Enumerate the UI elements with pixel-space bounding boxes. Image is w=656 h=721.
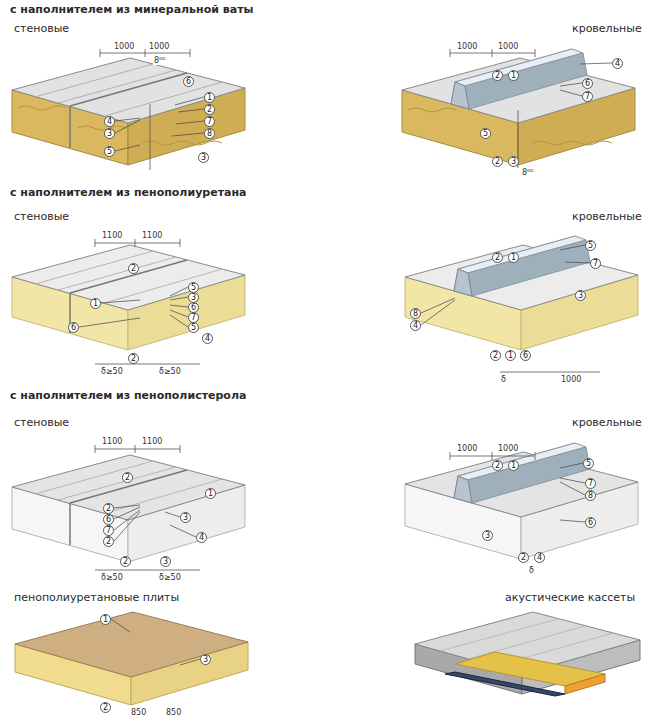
leader-line bbox=[79, 63, 612, 665]
dimension-label: δ≥50 bbox=[100, 573, 124, 582]
callout-number: 3 bbox=[160, 556, 171, 567]
callout-number: 6 bbox=[183, 76, 194, 87]
acoustic-cassette bbox=[415, 612, 640, 696]
callout-number: 6 bbox=[585, 517, 596, 528]
callout-number: 4 bbox=[534, 552, 545, 563]
callout-number: 3 bbox=[482, 530, 493, 541]
callout-number: 3 bbox=[200, 654, 211, 665]
callout-number: 1 bbox=[100, 614, 111, 625]
callout-number: 2 bbox=[204, 104, 215, 115]
callout-number: 6 bbox=[582, 78, 593, 89]
dimension-label: 1000 bbox=[113, 42, 135, 51]
section-heading: с наполнителем из пенополистерола bbox=[10, 389, 246, 402]
callout-number: 2 bbox=[128, 263, 139, 274]
callout-number: 7 bbox=[590, 258, 601, 269]
callout-number: 1 bbox=[508, 252, 519, 263]
callout-number: 6 bbox=[103, 514, 114, 525]
callout-number: 7 bbox=[582, 91, 593, 102]
subheading: стеновые bbox=[14, 22, 69, 35]
callout-number: 7 bbox=[103, 525, 114, 536]
callout-number: 3 bbox=[198, 152, 209, 163]
callout-number: 6 bbox=[520, 350, 531, 361]
dimension-label: δ≥50 bbox=[158, 573, 182, 582]
callout-number: 1 bbox=[508, 460, 519, 471]
wall-panel bbox=[12, 455, 245, 562]
callout-number: 4 bbox=[410, 320, 421, 331]
dimension-label: 8⁰⁰ bbox=[153, 56, 167, 65]
dimension-label: 1000 bbox=[497, 42, 519, 51]
callout-number: 2 bbox=[492, 70, 503, 81]
callout-number: 2 bbox=[128, 353, 139, 364]
wall-panel bbox=[12, 58, 245, 165]
callout-number: 4 bbox=[196, 532, 207, 543]
subheading: стеновые bbox=[14, 416, 69, 429]
dimension-label: 1000 bbox=[456, 444, 478, 453]
dimension-label: δ≥50 bbox=[100, 367, 124, 376]
dimension-label: 1000 bbox=[560, 375, 582, 384]
subheading: кровельные bbox=[572, 22, 642, 35]
callout-number: 2 bbox=[103, 503, 114, 514]
callout-number: 1 bbox=[90, 298, 101, 309]
callout-number: 8 bbox=[410, 308, 421, 319]
roof-panel bbox=[405, 236, 638, 350]
callout-number: 3 bbox=[508, 156, 519, 167]
callout-number: 1 bbox=[508, 70, 519, 81]
callout-number: 2 bbox=[120, 556, 131, 567]
section-heading: пенополиуретановые плиты bbox=[14, 591, 179, 604]
dimension-label: 1100 bbox=[141, 231, 163, 240]
subheading: кровельные bbox=[572, 416, 642, 429]
dimension-label: 1000 bbox=[148, 42, 170, 51]
dimension-line bbox=[95, 49, 600, 570]
section-heading: с наполнителем из минеральной ваты bbox=[10, 3, 253, 16]
callout-number: 2 bbox=[492, 156, 503, 167]
callout-number: 3 bbox=[575, 290, 586, 301]
callout-number: 1 bbox=[505, 350, 516, 361]
callout-number: 5 bbox=[188, 322, 199, 333]
callout-number: 7 bbox=[204, 116, 215, 127]
callout-number: 4 bbox=[612, 58, 623, 69]
section-heading: с наполнителем из пенополиуретана bbox=[10, 186, 246, 199]
dimension-label: 1100 bbox=[101, 231, 123, 240]
roof-panel bbox=[402, 49, 635, 165]
dimension-label: 1000 bbox=[497, 444, 519, 453]
dimension-label: 850 bbox=[165, 708, 182, 717]
callout-number: 2 bbox=[490, 350, 501, 361]
callout-number: 6 bbox=[68, 322, 79, 333]
callout-number: 3 bbox=[104, 128, 115, 139]
dimension-label: δ bbox=[528, 566, 535, 575]
callout-number: 2 bbox=[492, 460, 503, 471]
callout-number: 5 bbox=[480, 128, 491, 139]
callout-number: 1 bbox=[205, 488, 216, 499]
callout-number: 8 bbox=[204, 128, 215, 139]
callout-number: 1 bbox=[204, 92, 215, 103]
dimension-label: 1100 bbox=[101, 437, 123, 446]
callout-number: 5 bbox=[104, 146, 115, 157]
dimension-label: 1000 bbox=[456, 42, 478, 51]
callout-number: 3 bbox=[180, 512, 191, 523]
callout-number: 2 bbox=[492, 252, 503, 263]
callout-number: 5 bbox=[585, 240, 596, 251]
callout-number: 8 bbox=[585, 490, 596, 501]
wall-panel bbox=[12, 245, 245, 350]
callout-number: 4 bbox=[104, 116, 115, 127]
callout-number: 2 bbox=[518, 552, 529, 563]
callout-number: 5 bbox=[583, 458, 594, 469]
subheading: стеновые bbox=[14, 210, 69, 223]
dimension-label: 850 bbox=[130, 708, 147, 717]
subheading: кровельные bbox=[572, 210, 642, 223]
dimension-label: δ≥50 bbox=[158, 367, 182, 376]
ppu-plate bbox=[15, 612, 248, 705]
dimension-label: 1100 bbox=[141, 437, 163, 446]
callout-number: 2 bbox=[100, 702, 111, 713]
dimension-label: 8⁰⁰ bbox=[521, 168, 535, 177]
callout-number: 4 bbox=[202, 333, 213, 344]
callout-number: 2 bbox=[122, 472, 133, 483]
callout-number: 2 bbox=[103, 536, 114, 547]
roof-panel bbox=[405, 443, 638, 559]
subheading: акустические кассеты bbox=[505, 591, 635, 604]
callout-number: 7 bbox=[585, 478, 596, 489]
dimension-label: δ bbox=[500, 375, 507, 384]
